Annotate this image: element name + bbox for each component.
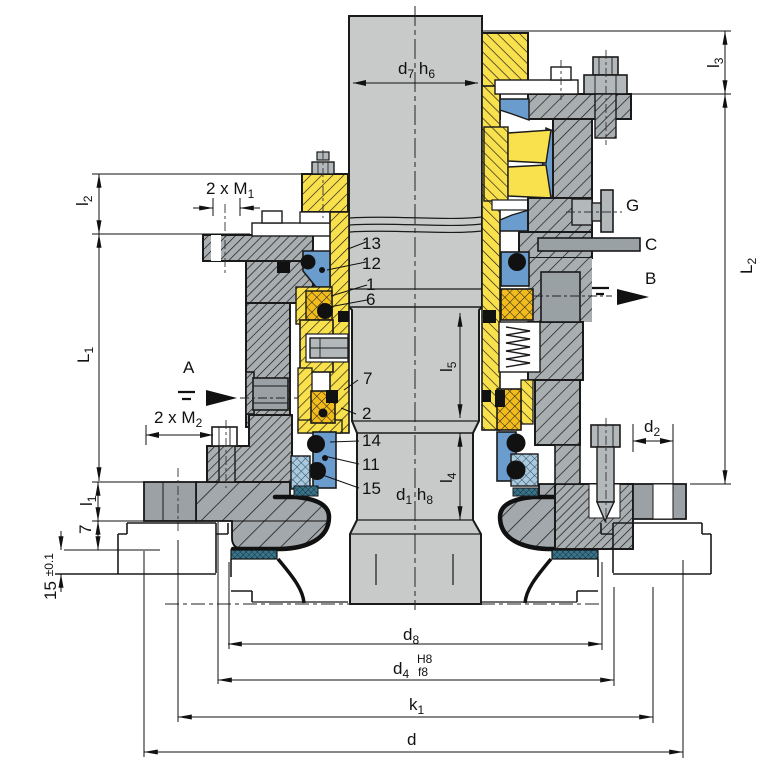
- svg-text:A: A: [183, 358, 195, 377]
- svg-text:6: 6: [366, 290, 375, 309]
- svg-text:l4: l4: [437, 472, 459, 483]
- svg-text:2 x M2: 2 x M2: [154, 408, 203, 430]
- svg-text:14: 14: [362, 431, 381, 450]
- svg-text:l2: l2: [73, 195, 95, 206]
- svg-text:15 ±0.1: 15 ±0.1: [41, 553, 60, 600]
- svg-text:d1 h8: d1 h8: [396, 485, 433, 507]
- svg-text:12: 12: [362, 254, 381, 273]
- svg-text:d7 h6: d7 h6: [398, 59, 435, 81]
- svg-text:G: G: [626, 196, 639, 215]
- svg-text:l3: l3: [704, 57, 726, 68]
- svg-text:11: 11: [362, 455, 380, 474]
- svg-text:2: 2: [362, 404, 371, 423]
- svg-text:7: 7: [363, 369, 372, 388]
- svg-text:l5: l5: [437, 361, 459, 372]
- svg-text:C: C: [645, 235, 657, 254]
- svg-text:15: 15: [362, 479, 381, 498]
- svg-text:7: 7: [76, 525, 95, 534]
- svg-text:l1: l1: [77, 495, 99, 506]
- svg-text:d: d: [407, 730, 416, 749]
- svg-text:H8: H8: [417, 652, 433, 666]
- svg-text:B: B: [645, 269, 656, 288]
- svg-text:1: 1: [366, 275, 375, 294]
- svg-text:2 x M1: 2 x M1: [206, 179, 255, 201]
- svg-text:13: 13: [362, 234, 381, 253]
- svg-text:f8: f8: [418, 665, 428, 679]
